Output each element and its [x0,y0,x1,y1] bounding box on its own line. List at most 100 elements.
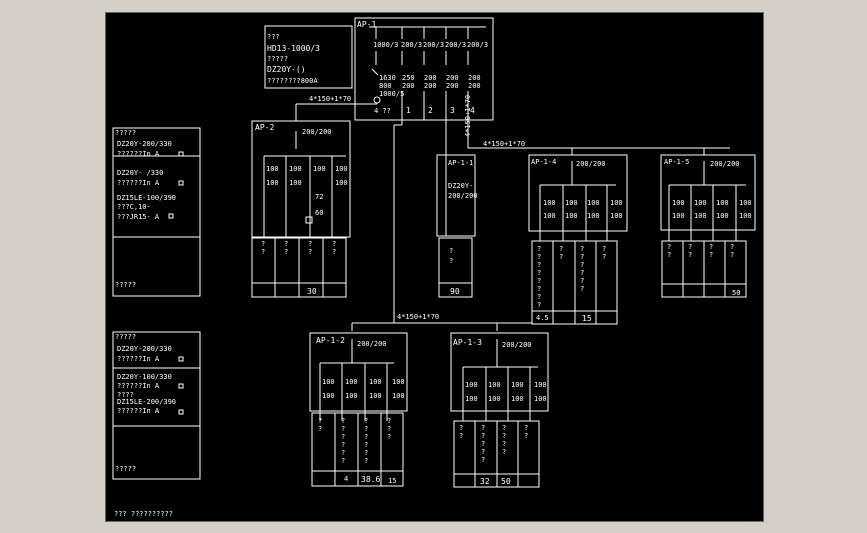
svg-text:100: 100 [322,392,335,400]
svg-text:?: ? [341,425,345,433]
svg-text:?: ? [524,424,528,432]
svg-text:?: ? [284,248,288,256]
svg-text:100: 100 [322,378,335,386]
branch-extra: 72 [315,193,323,201]
svg-text:100: 100 [465,395,478,403]
panel-ap14: AP-1-4 200/200 100 100 100 100 100 100 1… [528,154,628,241]
svg-text:?: ? [602,253,606,261]
svg-text:?: ? [364,433,368,441]
svg-text:?: ? [502,432,506,440]
svg-text:100: 100 [587,199,600,207]
svg-text:?: ? [318,425,322,433]
load-total: 90 [450,287,460,296]
panel-ap13: AP-1-3 200/200 100 100 100 100 100 100 1… [450,332,549,421]
svg-text:100: 100 [694,199,707,207]
svg-text:?????: ????? [115,129,136,137]
svg-text:100: 100 [488,381,501,389]
svg-text:?: ? [688,251,692,259]
svg-text:?: ? [364,457,368,465]
svg-text:?: ? [459,424,463,432]
load-total: 50 [732,289,740,297]
svg-text:?: ? [308,248,312,256]
svg-text:?: ? [449,257,453,265]
legend-box-1: ????? DZ20Y-200/330 ??????In A DZ20Y- /3… [112,127,201,297]
load-table-ap12: ? ? ? ? ? ? ? ? ? ? ? ? ? ? ? ? ? 4 38.6… [311,412,404,487]
load-total: 15 [582,314,592,323]
svg-text:?: ? [332,248,336,256]
main-breaker: 1000/3 [373,41,398,49]
info-line: HD13-1000/3 [267,44,320,53]
branch-breaker: 100 [266,165,279,173]
main-sensor: 4 ?? [374,107,391,115]
panel-ap2: AP-2 200/200 100 100 100 100 100 100 100… [251,120,351,238]
svg-text:????: ???? [117,391,134,399]
panel-rating: 200/200 [448,192,478,200]
cable-label: 4*150+1*70 [397,313,439,321]
load-total: 32 [480,477,490,486]
svg-text:?: ? [730,243,734,251]
svg-text:?: ? [602,245,606,253]
svg-text:?: ? [580,277,584,285]
main-panel: AP-1 1000/3 200/3 200/3 200/3 200/3 1630… [354,17,494,121]
svg-text:DZ20Y- /330: DZ20Y- /330 [117,169,163,177]
svg-text:100: 100 [716,199,729,207]
svg-text:100: 100 [694,212,707,220]
footnote: ??? ?????????? [114,510,173,518]
svg-text:?: ? [341,457,345,465]
branch-breaker: 100 [335,165,348,173]
main-circuit-number: 2 [428,106,433,115]
cable-label: 4*150+1*70 [309,95,351,103]
main-breaker-2: 250 [402,74,415,82]
svg-text:?: ? [559,245,563,253]
svg-text:?: ? [537,253,541,261]
main-breaker-2: 200 [446,74,459,82]
main-breaker-2: 800 [379,82,392,90]
svg-text:100: 100 [565,199,578,207]
svg-text:DZ15LE-200/390: DZ15LE-200/390 [117,398,176,406]
branch-breaker-2: 100 [266,179,279,187]
svg-text:100: 100 [610,212,623,220]
svg-text:?: ? [537,277,541,285]
svg-text:?: ? [364,425,368,433]
svg-text:100: 100 [345,378,358,386]
svg-text:100: 100 [716,212,729,220]
svg-text:??????In A: ??????In A [117,179,160,187]
svg-text:DZ20Y-100/330: DZ20Y-100/330 [117,373,172,381]
load-table-ap14: ? ? ? ? ? ? ? ? ? ? ? ? ? ? ? ? ? ? 4.5 … [531,240,618,325]
svg-text:??????In A: ??????In A [117,382,160,390]
branch-breaker: 100 [289,165,302,173]
panel-label: AP-1-1 [448,159,473,167]
svg-text:?: ? [709,251,713,259]
svg-text:100: 100 [739,199,752,207]
main-breaker-2: 200 [468,82,481,90]
main-breaker: 200/3 [401,41,422,49]
svg-text:?: ? [559,253,563,261]
svg-text:100: 100 [587,212,600,220]
svg-text:100: 100 [739,212,752,220]
svg-text:??????In A: ??????In A [117,407,160,415]
svg-text:?: ? [341,433,345,441]
svg-text:?: ? [341,449,345,457]
load-total: 30 [307,287,317,296]
load-total: 15 [388,477,396,485]
svg-text:?: ? [387,417,391,425]
svg-text:?: ? [459,432,463,440]
main-breaker: 200/3 [445,41,466,49]
svg-text:?: ? [387,425,391,433]
cad-viewport[interactable]: ??? HD13-1000/3 ????? DZ20Y-() ????????8… [105,12,764,522]
svg-text:?: ? [332,240,336,248]
main-ratio: 1000/5 [379,90,404,98]
panel-label: AP-1-4 [531,158,556,166]
svg-text:?: ? [537,269,541,277]
svg-text:?????: ????? [115,333,136,341]
main-breaker-2: 200 [424,74,437,82]
info-line: ????? [267,55,288,63]
svg-text:?: ? [709,243,713,251]
svg-text:?: ? [284,240,288,248]
svg-text:100: 100 [543,212,556,220]
branch-breaker-2: 100 [335,179,348,187]
svg-text:???JR15- A: ???JR15- A [117,213,160,221]
svg-text:100: 100 [511,381,524,389]
load-total: 50 [501,477,511,486]
branch-breaker: 100 [313,165,326,173]
